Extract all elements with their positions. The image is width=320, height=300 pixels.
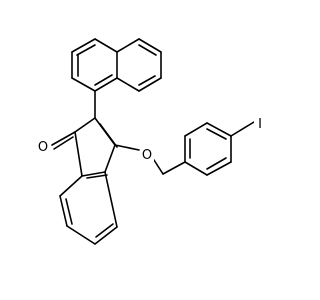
molecule-structure: O O I: [36, 38, 266, 245]
svg-text:O: O: [38, 140, 48, 155]
atom-label-iodine: I: [254, 115, 266, 132]
atom-label-ether-oxygen: O: [140, 146, 154, 163]
ether-linkage: [114, 144, 186, 175]
indenone-ring: [51, 117, 118, 245]
svg-text:I: I: [258, 117, 262, 132]
svg-text:O: O: [142, 148, 152, 163]
iodophenyl-ring: [184, 121, 255, 176]
atom-label-carbonyl-oxygen: O: [36, 138, 50, 155]
naphthalene-ring: [71, 38, 162, 92]
